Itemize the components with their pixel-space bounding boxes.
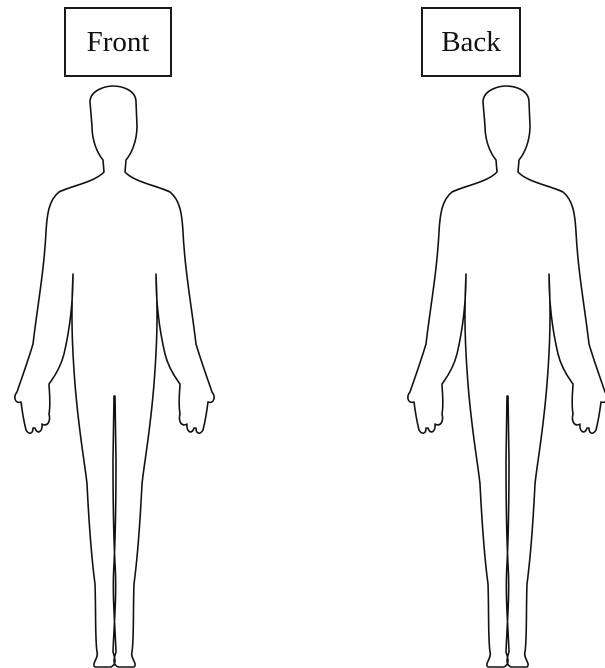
back-body-outline	[403, 84, 605, 668]
front-view-label: Front	[64, 7, 172, 77]
back-body-silhouette	[408, 86, 605, 667]
front-body-contour	[15, 86, 214, 667]
back-body-contour	[408, 86, 605, 667]
front-body-silhouette	[15, 86, 214, 667]
back-view-label-text: Back	[441, 28, 501, 57]
back-view-label: Back	[421, 7, 521, 77]
front-view-label-text: Front	[87, 28, 150, 57]
front-body-outline	[10, 84, 220, 668]
